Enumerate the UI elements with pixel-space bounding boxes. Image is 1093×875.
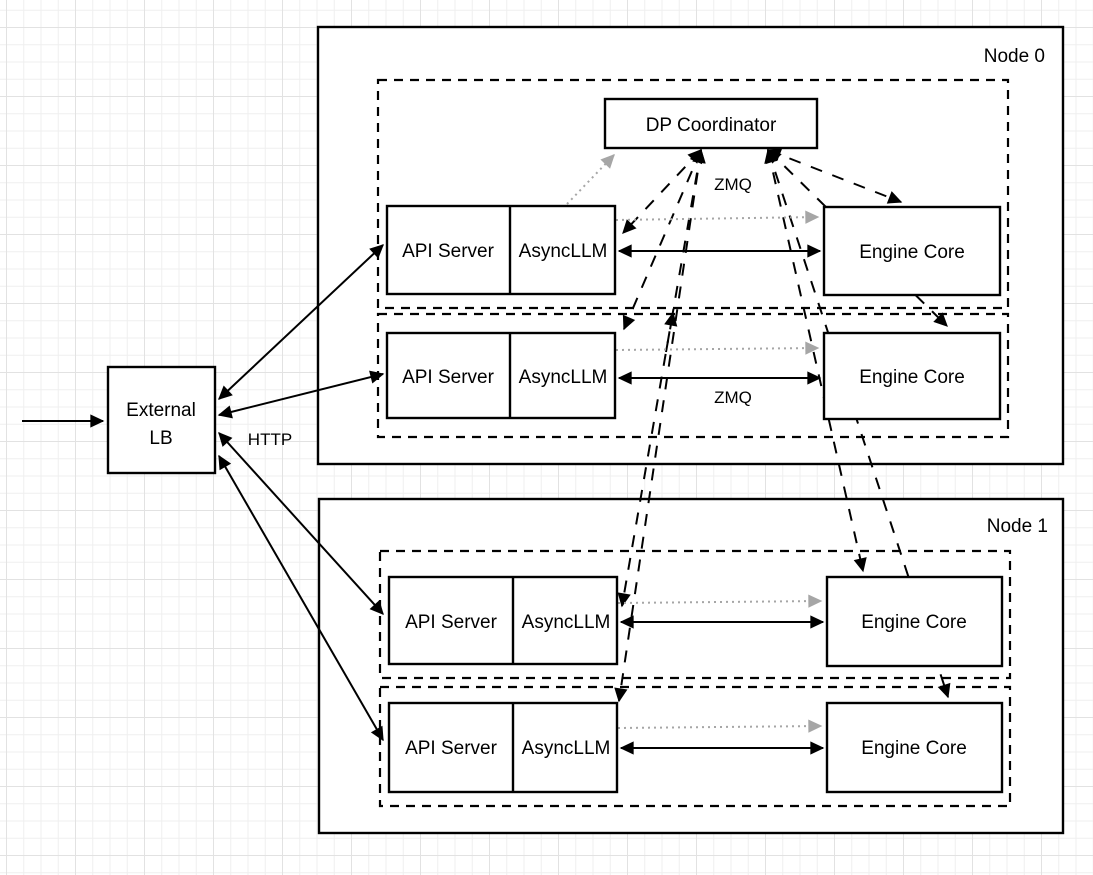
- engine-core-label-3: Engine Core: [861, 612, 967, 633]
- edge-coord-async-4: [614, 148, 706, 703]
- zmq-edge-label-top: ZMQ: [714, 175, 752, 194]
- engine-core-label-4: Engine Core: [861, 738, 967, 759]
- external-lb-label-line1: External: [126, 400, 196, 421]
- edge-coord-engine-4: [765, 148, 951, 699]
- api-server-label-3: API Server: [405, 612, 498, 633]
- edge-async-engine-dotted-1: [615, 210, 820, 224]
- external-lb-box: [106, 365, 217, 475]
- zmq-edge-label-bottom: ZMQ: [714, 388, 752, 407]
- edge-lb-api-4: [218, 454, 384, 742]
- api-server-group-3: [387, 575, 619, 666]
- edge-coord-async-mid-arrow: [664, 311, 678, 353]
- external-lb-label-line2: LB: [149, 428, 172, 449]
- edge-async-engine-dotted-2: [615, 341, 820, 355]
- asyncllm-label-3: AsyncLLM: [522, 612, 611, 633]
- api-server-group-4: [387, 701, 619, 794]
- asyncllm-label-2: AsyncLLM: [519, 367, 608, 388]
- engine-core-box-4: [825, 701, 1004, 794]
- api-server-label-4: API Server: [405, 738, 498, 759]
- dp-coordinator-box: [603, 97, 819, 150]
- engine-core-box-2: [822, 331, 1002, 421]
- api-server-label-2: API Server: [402, 367, 495, 388]
- engine-core-label-1: Engine Core: [859, 242, 965, 263]
- api-server-box-1: [385, 204, 617, 296]
- edge-async-engine-dotted-3: [617, 594, 823, 608]
- engine-core-box-1: [822, 205, 1002, 297]
- replica-group-4: [378, 685, 1012, 808]
- node0-label: Node 0: [984, 46, 1045, 67]
- edge-async-engine-dotted-4: [617, 719, 823, 733]
- node1-label: Node 1: [987, 516, 1048, 537]
- api-server-box-4: [387, 701, 619, 794]
- api-server-box-3: [387, 575, 619, 666]
- api-server-label-1: API Server: [402, 241, 495, 262]
- asyncllm-label-4: AsyncLLM: [522, 738, 611, 759]
- engine-core-label-2: Engine Core: [859, 367, 965, 388]
- asyncllm-label-1: AsyncLLM: [519, 241, 608, 262]
- dp-coordinator-label: DP Coordinator: [646, 115, 777, 136]
- edge-lb-api-2: [217, 370, 385, 419]
- api-server-group-2: [385, 331, 617, 420]
- http-edge-label: HTTP: [248, 430, 292, 449]
- api-server-group-1: [385, 204, 617, 296]
- api-server-box-2: [385, 331, 617, 420]
- engine-core-box-3: [825, 575, 1004, 668]
